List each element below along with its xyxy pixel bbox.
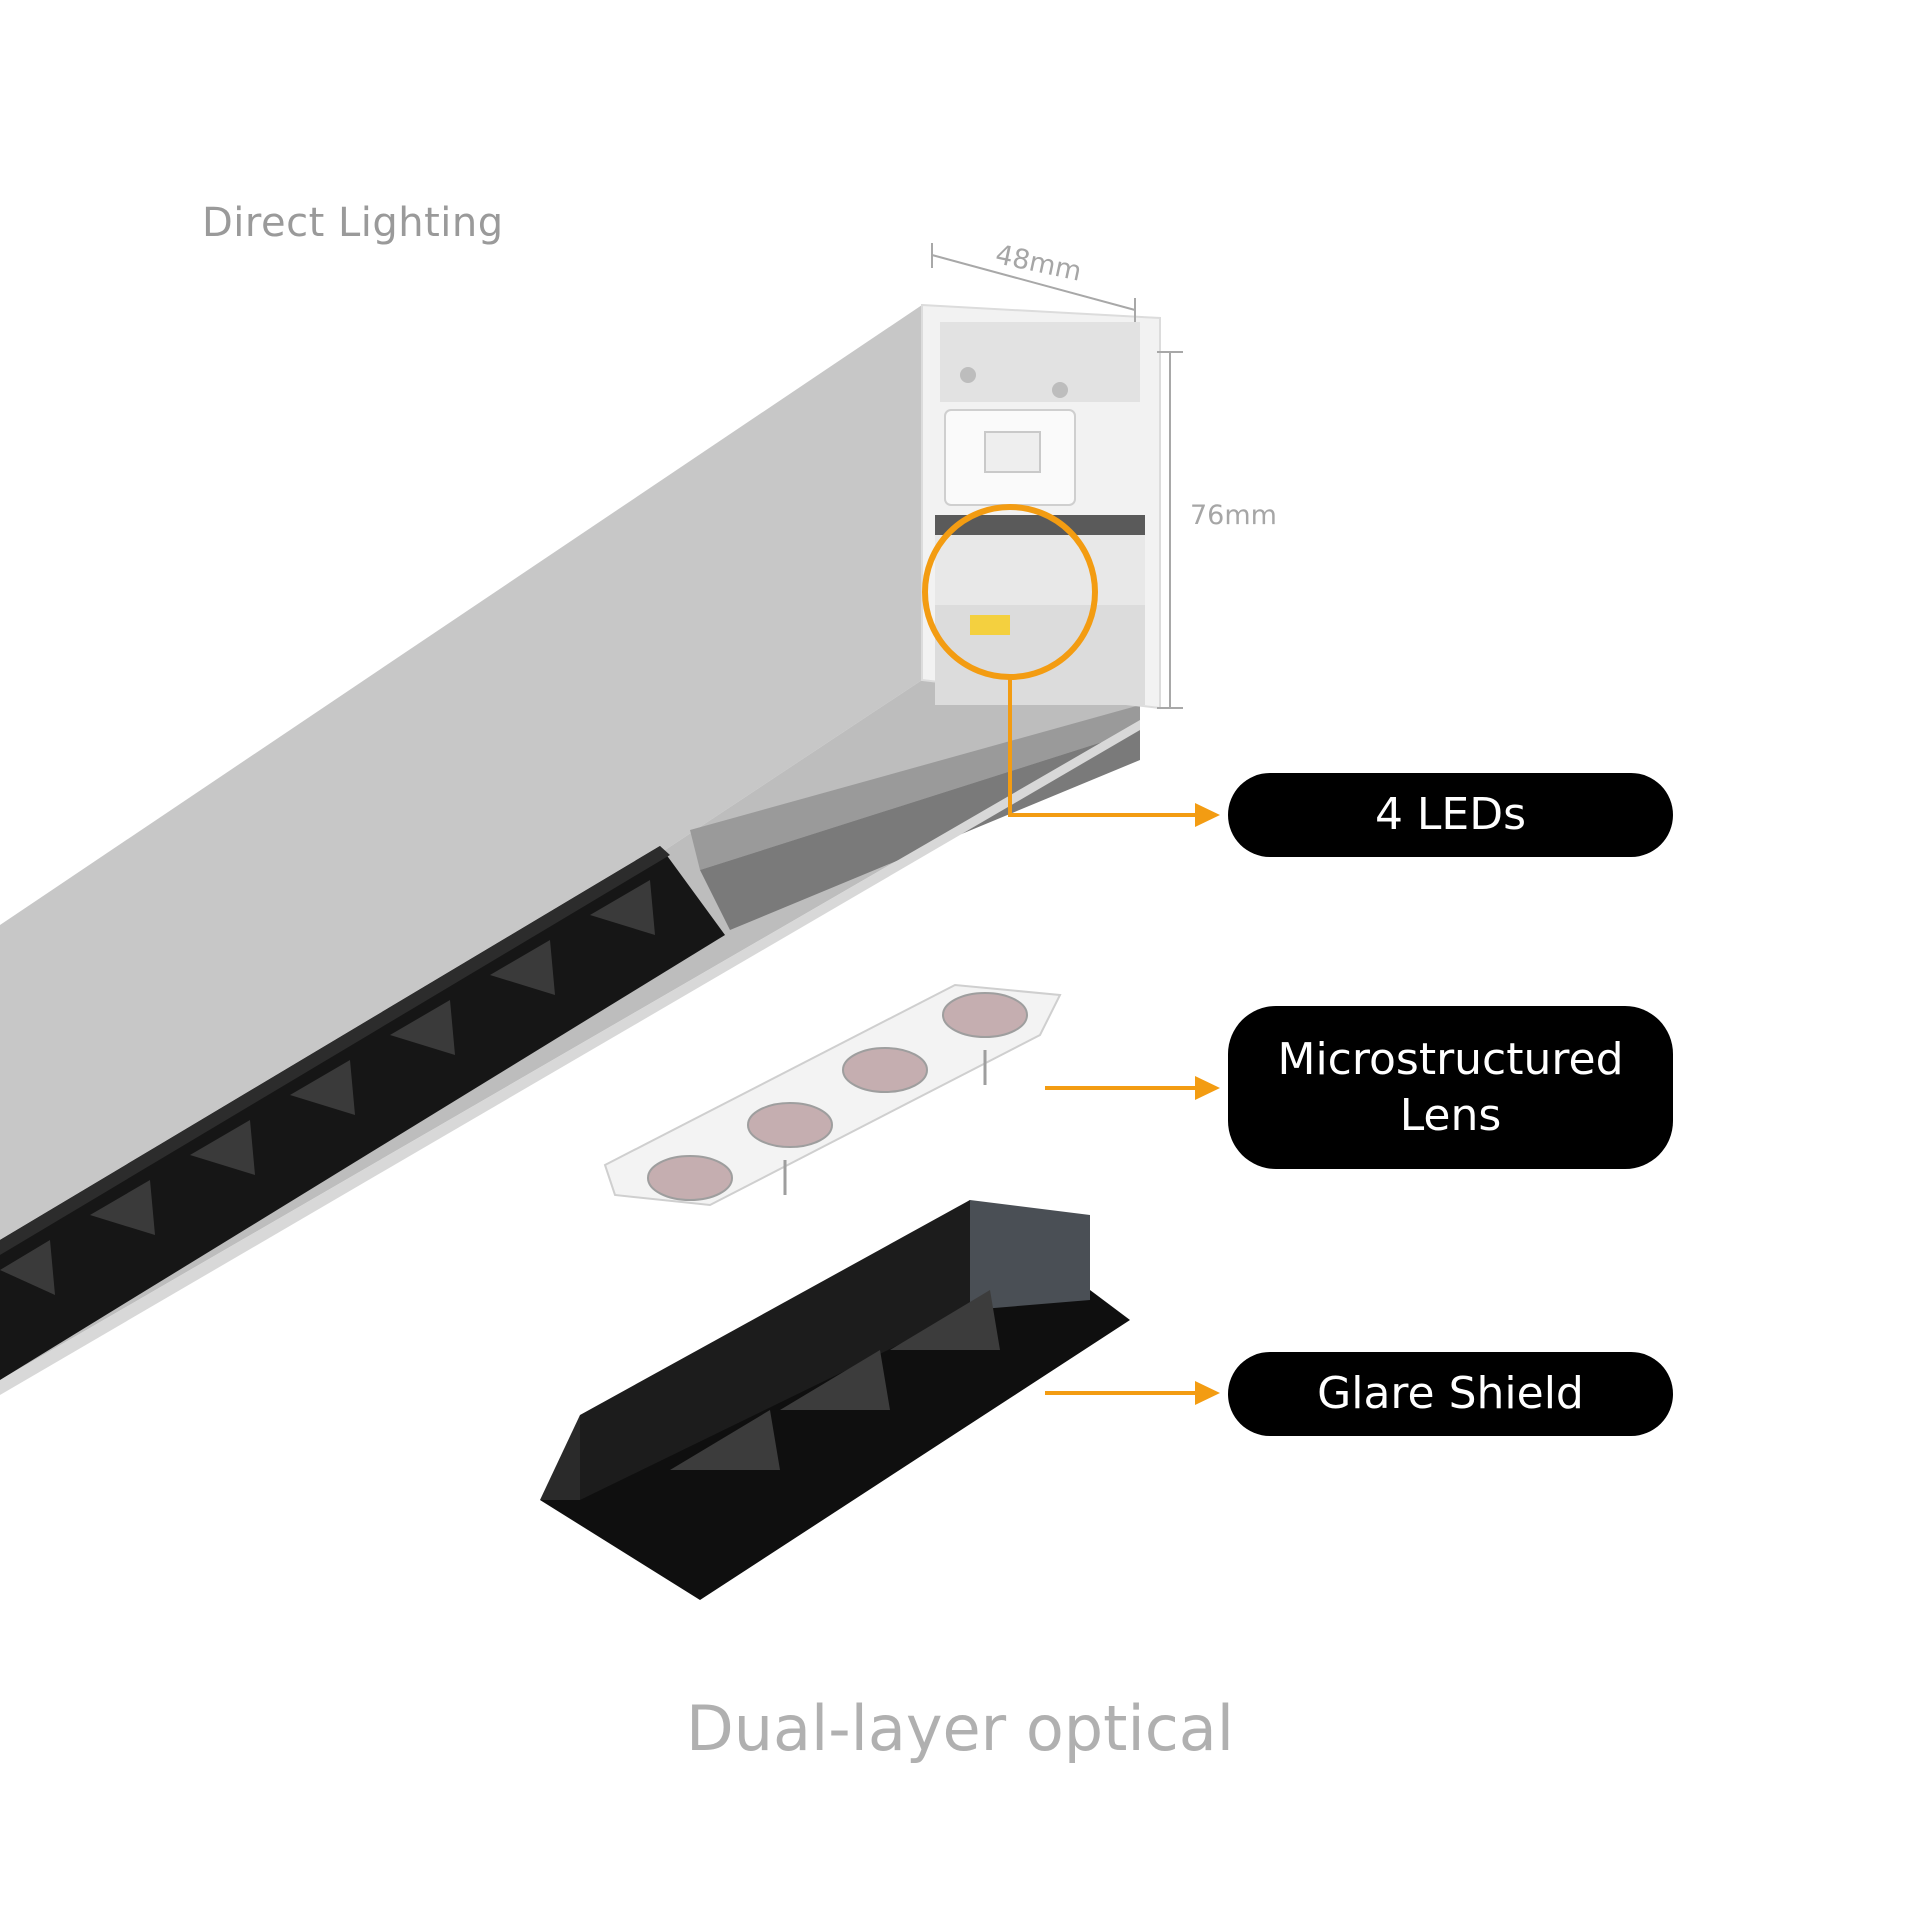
arrow-glare-shield-icon [1195,1381,1220,1405]
housing-louvers [0,846,725,1380]
height-dimension-label: 76mm [1190,500,1277,531]
callout-microstructured-lens: Microstructured Lens [1228,1006,1673,1169]
callout-4-leds: 4 LEDs [1228,773,1673,857]
leader-4-leds [1008,677,1195,817]
glare-shield-component [540,1200,1130,1600]
callout-glare-shield: Glare Shield [1228,1352,1673,1436]
arrow-lens-icon [1195,1076,1220,1100]
dimension-lines [931,243,1183,709]
footer-caption: Dual-layer optical [685,1692,1234,1765]
arrow-4-leds-icon [1195,803,1220,827]
housing-top-face [0,305,922,1290]
lens-component [603,983,1062,1207]
section-heading: Direct Lighting [202,200,504,246]
